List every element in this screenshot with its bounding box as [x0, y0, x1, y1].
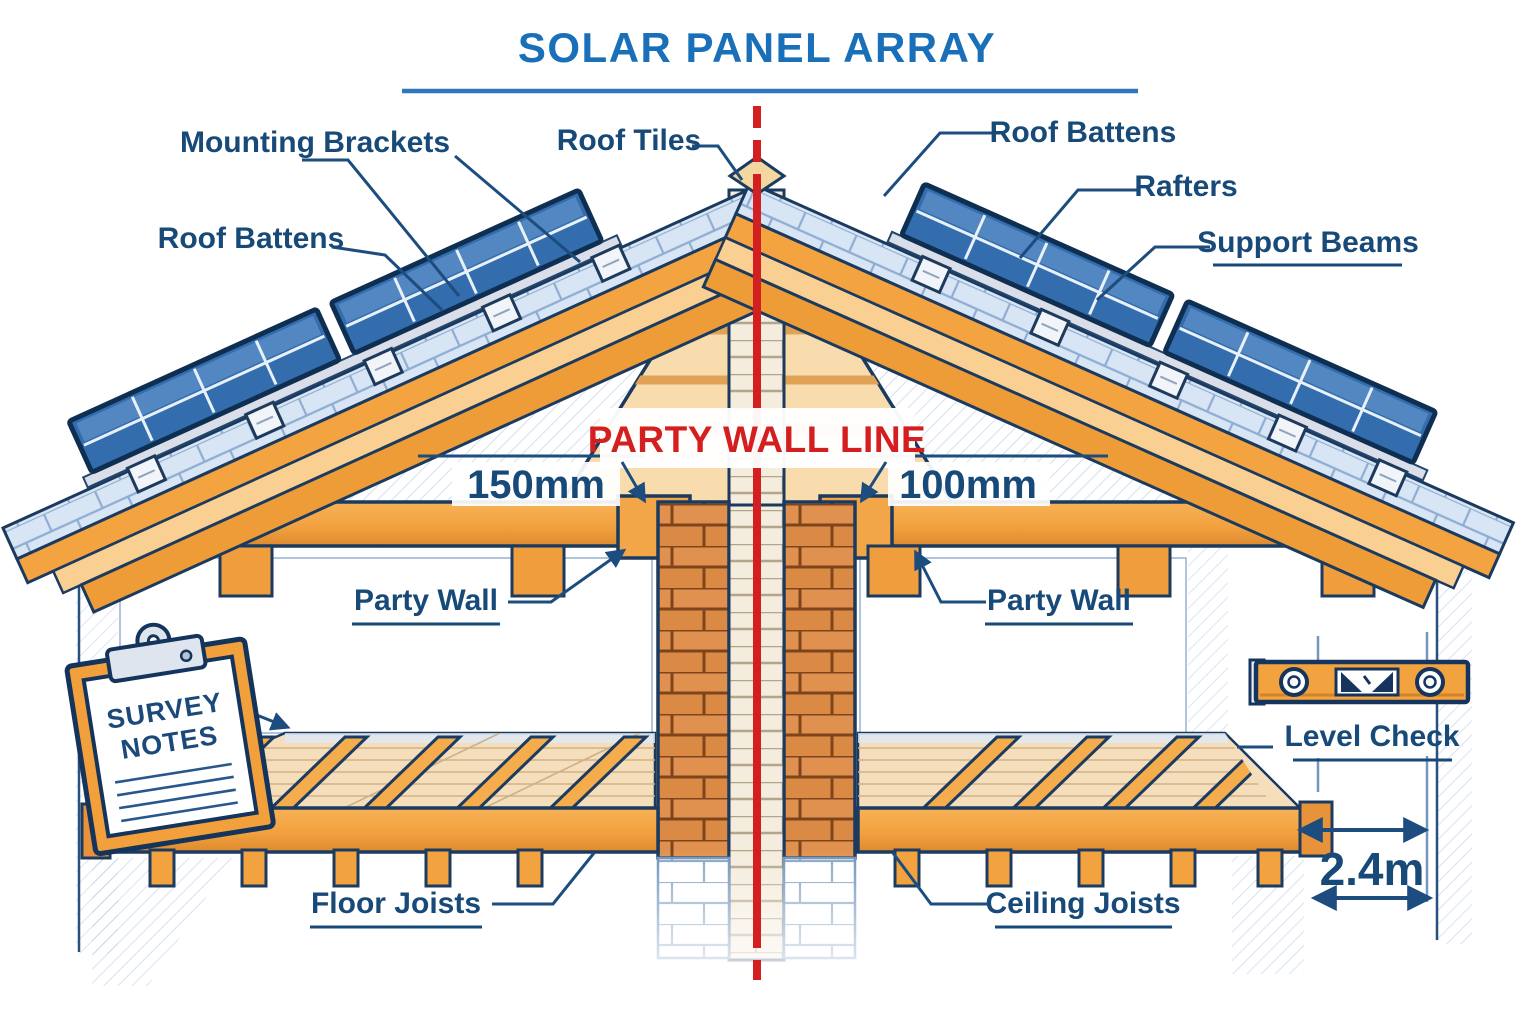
joist-ends — [893, 848, 1284, 888]
label-level-check: Level Check — [1284, 720, 1459, 753]
roof-battens-left-leader — [331, 245, 444, 312]
labels: SOLAR PANEL ARRAY Mounting Brackets Roof… — [158, 24, 1460, 929]
clip — [105, 633, 208, 684]
label-mounting-brackets: Mounting Brackets — [180, 126, 450, 159]
survey-clipboard: SURVEY NOTES — [64, 622, 276, 857]
dim-bg-right — [888, 462, 1050, 506]
dim-100-arrow — [859, 461, 888, 504]
party-wall-line-label-bg — [600, 408, 915, 468]
left-roof-slope — [0, 180, 814, 615]
party-wall-left-leaf — [656, 500, 731, 860]
spirit-level-icon — [1248, 658, 1471, 706]
dim-2-4m: 2.4m — [1320, 843, 1425, 895]
label-rafters: Rafters — [1134, 170, 1237, 203]
dim-bg-left — [452, 462, 620, 506]
joist-ends — [148, 848, 544, 888]
party-wall-left-leader — [508, 548, 627, 604]
right-rafter — [701, 257, 1438, 610]
label-party-wall-right: Party Wall — [987, 584, 1131, 617]
party-wall-centerline — [753, 106, 761, 980]
roof-battens-right-leader — [882, 131, 1000, 197]
party-wall-right-leaf — [782, 500, 857, 860]
dim-100mm: 100mm — [899, 463, 1037, 507]
label-party-wall-line: PARTY WALL LINE — [588, 419, 926, 460]
label-roof-battens-left: Roof Battens — [158, 222, 345, 255]
party-wall-right-leader — [914, 549, 986, 604]
right-panel-rail — [886, 230, 1429, 482]
label-ceiling-joists: Ceiling Joists — [985, 887, 1180, 920]
label-support-beams: Support Beams — [1197, 226, 1419, 259]
roof-tiles-leader — [692, 144, 744, 181]
mounting-brackets-leader — [302, 158, 461, 297]
storey-height-dimension — [1296, 632, 1434, 911]
ceiling-joists-leader — [891, 852, 990, 906]
label-roof-battens-right: Roof Battens — [990, 116, 1177, 149]
leader-lines — [243, 131, 1273, 906]
floor-joists-leader — [492, 852, 596, 906]
rafters-leader — [1018, 188, 1138, 259]
label-roof-tiles: Roof Tiles — [557, 124, 701, 157]
mounting-brackets-leader-2 — [454, 154, 581, 264]
right-roof-slope — [701, 180, 1516, 610]
dim-150-arrow — [620, 461, 646, 504]
label-floor-joists: Floor Joists — [311, 887, 481, 920]
right-floor-rim-beam — [856, 806, 1307, 854]
page-title: SOLAR PANEL ARRAY — [518, 24, 996, 71]
label-party-wall-left: Party Wall — [354, 584, 498, 617]
support-beams-leader — [1095, 245, 1210, 302]
dim-150mm: 150mm — [467, 463, 605, 507]
left-panel-rail — [81, 233, 623, 489]
